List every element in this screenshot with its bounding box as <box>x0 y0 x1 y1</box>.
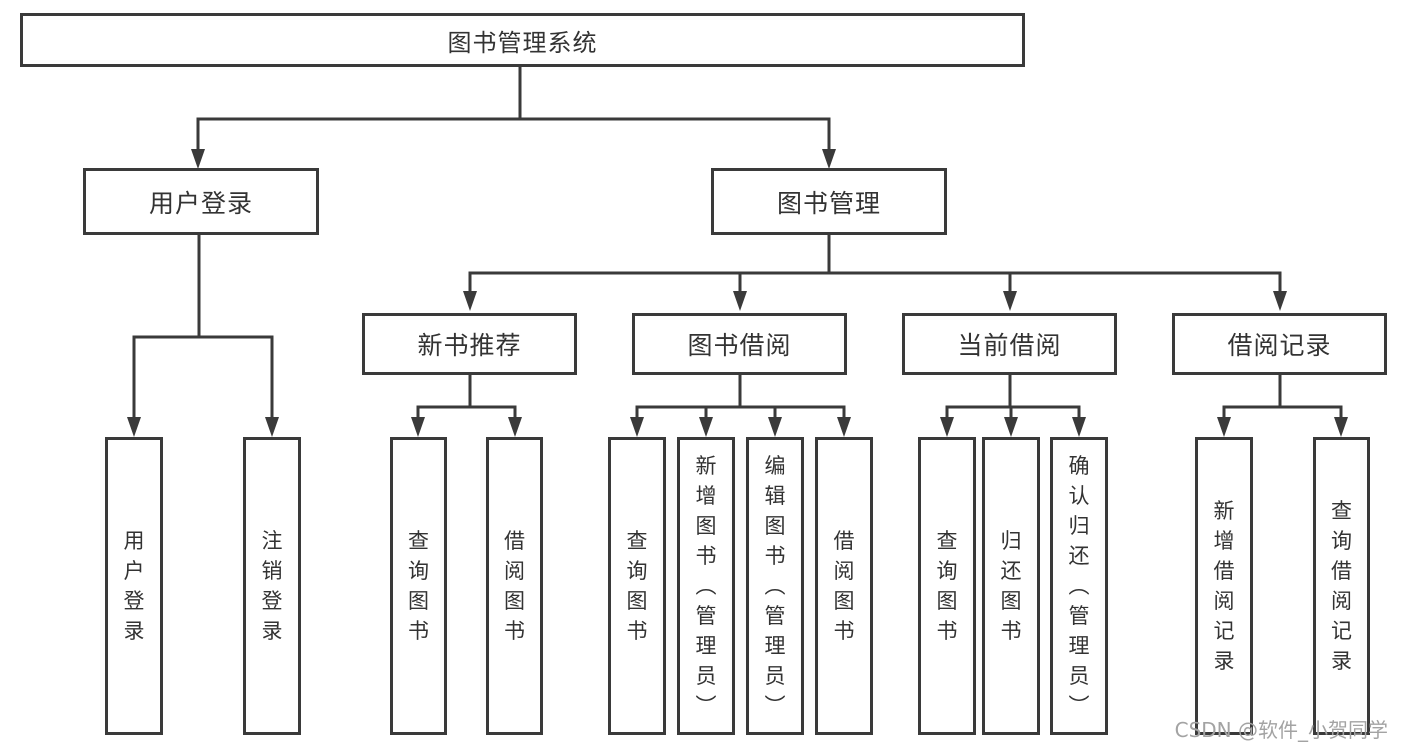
node-current-borrow-label: 当前借阅 <box>957 331 1062 360</box>
node-book-borrow: 图书借阅 <box>632 313 847 375</box>
arrow-icon <box>508 417 522 437</box>
leaf-edit-book-admin-label: 编辑图书︵管理员︶ <box>764 454 786 718</box>
leaf-logout: 注销登录 <box>243 437 301 735</box>
node-new-book-rec-label: 新书推荐 <box>417 331 522 360</box>
leaf-borrow-books-1-label: 借阅图书 <box>504 529 525 643</box>
arrow-icon <box>822 149 836 169</box>
arrow-icon <box>837 417 851 437</box>
arrow-icon <box>768 417 782 437</box>
current-borrow-branch <box>945 405 1081 420</box>
leaf-query-books-2: 查询图书 <box>608 437 666 735</box>
arrow-icon <box>191 149 205 169</box>
leaf-edit-book-admin: 编辑图书︵管理员︶ <box>746 437 804 735</box>
leaf-query-books-1-label: 查询图书 <box>408 529 429 643</box>
leaf-user-login-label: 用户登录 <box>123 529 145 643</box>
node-borrow-records: 借阅记录 <box>1172 313 1387 375</box>
leaf-return-books-label: 归还图书 <box>1000 529 1022 643</box>
leaf-add-borrow-record-label: 新增借阅记录 <box>1213 499 1235 673</box>
leaf-user-login: 用户登录 <box>105 437 163 735</box>
node-book-borrow-label: 图书借阅 <box>687 331 792 360</box>
node-root: 图书管理系统 <box>20 13 1025 67</box>
book-mgmt-branch <box>468 271 1282 294</box>
new-book-rec-branch <box>416 405 517 420</box>
leaf-confirm-return-admin: 确认归还︵管理员︶ <box>1050 437 1108 735</box>
node-borrow-records-label: 借阅记录 <box>1227 331 1332 360</box>
leaf-confirm-return-admin-label: 确认归还︵管理员︶ <box>1068 454 1090 718</box>
arrow-icon <box>1217 417 1231 437</box>
node-book-mgmt-label: 图书管理 <box>776 188 881 218</box>
leaf-query-books-2-label: 查询图书 <box>626 529 648 643</box>
leaf-logout-label: 注销登录 <box>261 529 283 643</box>
leaf-add-book-admin-label: 新增图书︵管理员︶ <box>695 454 717 718</box>
arrow-icon <box>1003 291 1017 311</box>
leaf-borrow-books-1: 借阅图书 <box>486 437 543 735</box>
leaf-query-books-3: 查询图书 <box>918 437 976 735</box>
arrow-icon <box>733 291 747 311</box>
leaf-query-books-3-label: 查询图书 <box>936 529 958 643</box>
arrow-icon <box>630 417 644 437</box>
node-root-label: 图书管理系统 <box>447 28 598 57</box>
arrow-icon <box>411 417 425 437</box>
node-user-login: 用户登录 <box>83 168 319 235</box>
node-book-mgmt: 图书管理 <box>711 168 947 235</box>
borrow-records-branch <box>1222 405 1343 420</box>
leaf-query-books-1: 查询图书 <box>390 437 447 735</box>
node-current-borrow: 当前借阅 <box>902 313 1117 375</box>
leaf-add-borrow-record: 新增借阅记录 <box>1195 437 1253 735</box>
leaf-borrow-books-2: 借阅图书 <box>815 437 873 735</box>
node-user-login-label: 用户登录 <box>148 188 253 218</box>
arrow-icon <box>265 417 279 437</box>
arrow-icon <box>1072 417 1086 437</box>
arrow-icon <box>463 291 477 311</box>
leaf-return-books: 归还图书 <box>982 437 1040 735</box>
arrow-icon <box>1334 417 1348 437</box>
arrow-icon <box>699 417 713 437</box>
leaf-query-borrow-record: 查询借阅记录 <box>1313 437 1370 735</box>
arrow-icon <box>127 417 141 437</box>
leaf-borrow-books-2-label: 借阅图书 <box>833 529 855 643</box>
leaf-query-borrow-record-label: 查询借阅记录 <box>1331 499 1352 673</box>
arrow-icon <box>940 417 954 437</box>
arrow-icon <box>1273 291 1287 311</box>
watermark: CSDN @软件_小贺同学 <box>1174 718 1388 742</box>
arrow-icon <box>1004 417 1018 437</box>
leaf-add-book-admin: 新增图书︵管理员︶ <box>677 437 735 735</box>
user-login-branch <box>132 335 274 420</box>
book-borrow-branch <box>635 405 846 420</box>
root-branch <box>196 117 831 152</box>
node-new-book-rec: 新书推荐 <box>362 313 577 375</box>
